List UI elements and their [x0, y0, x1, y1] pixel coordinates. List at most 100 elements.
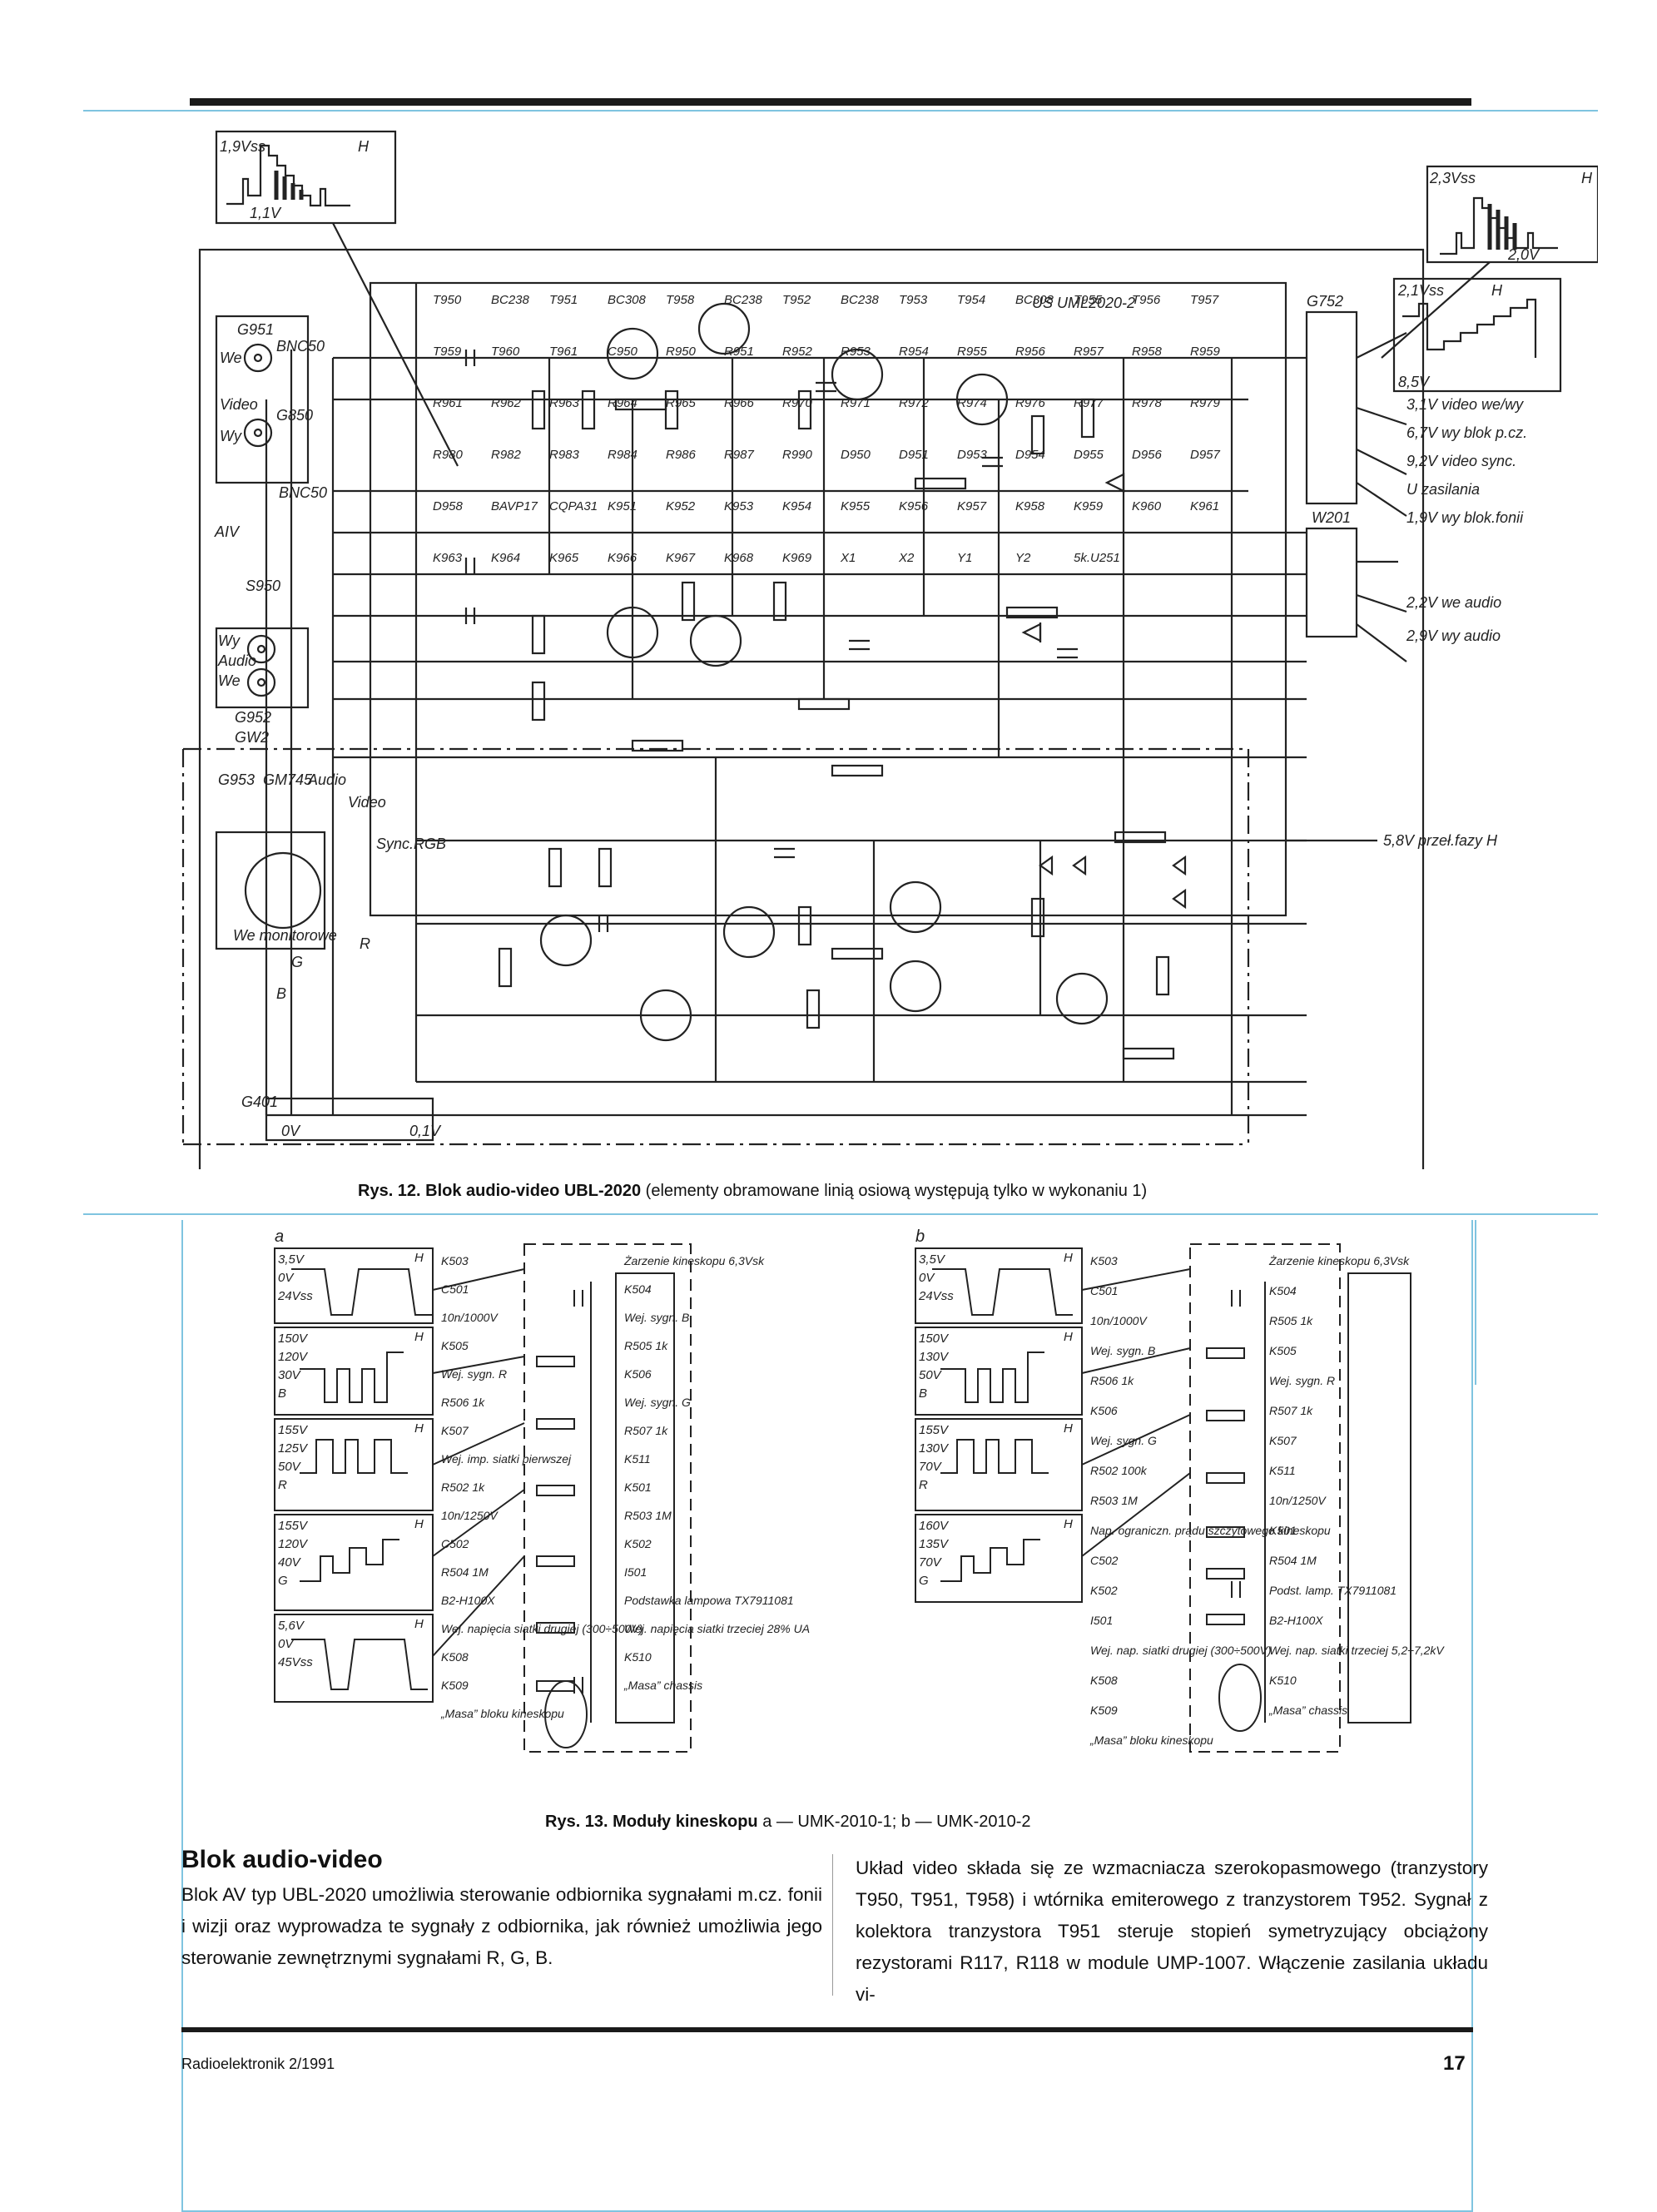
component-label-23: R955 — [957, 345, 988, 359]
out-u-zasilania: U zasilania — [1406, 481, 1480, 498]
panel-b-label-0: K503 — [1090, 1254, 1118, 1267]
component-label-50: D951 — [899, 448, 929, 462]
component-label-67: K959 — [1074, 499, 1104, 513]
component-label-22: R954 — [899, 345, 929, 359]
panel-a-label-20: C502 — [441, 1537, 469, 1550]
component-label-0: T950 — [433, 293, 462, 307]
panel-a-label-26: Wej. napięcia siatki drugiej (300÷500V) — [441, 1622, 642, 1635]
component-label-41: R979 — [1190, 396, 1221, 410]
component-label-80: Y2 — [1015, 551, 1031, 565]
panel-a-label-11: Wej. sygn. G — [624, 1396, 691, 1409]
panel-a-label-13: R507 1k — [624, 1424, 668, 1437]
component-label-48: R990 — [782, 448, 813, 462]
component-label-57: BAVP17 — [491, 499, 538, 513]
panel-a-label-6: K505 — [441, 1339, 469, 1352]
panel-b-label-21: R504 1M — [1269, 1554, 1317, 1567]
panel-a-wave1-label-2: 30V — [278, 1368, 302, 1382]
section-heading: Blok audio-video — [181, 1846, 383, 1873]
component-label-75: K968 — [724, 551, 754, 565]
component-label-53: D955 — [1074, 448, 1104, 462]
panel-b-wave0-label-0: 3,5V — [919, 1252, 946, 1267]
component-label-58: CQPA31 — [549, 499, 598, 513]
conn-aiv: AIV — [214, 523, 241, 540]
bottom-rule — [181, 2027, 1473, 2032]
panel-a-wave1-label-1: 120V — [278, 1350, 309, 1364]
panel-a-wave4-label-3: H — [414, 1617, 424, 1631]
panel-b-label-3: K504 — [1269, 1284, 1297, 1297]
component-label-78: X2 — [898, 551, 915, 565]
module-frame — [369, 281, 1287, 917]
component-label-60: K952 — [666, 499, 696, 513]
conn-bnc50-a: BNC50 — [276, 338, 325, 355]
figure-12-caption: Rys. 12. Blok audio-video UBL-2020 (elem… — [358, 1182, 1147, 1201]
conn-video2: Video — [348, 794, 386, 811]
component-label-49: D950 — [841, 448, 871, 462]
panel-b-label-17: 10n/1250V — [1269, 1494, 1327, 1507]
wave3-amplitude: 2,1Vss — [1397, 282, 1444, 299]
panel-a-wave4-label-1: 0V — [278, 1637, 295, 1651]
component-label-77: X1 — [840, 551, 856, 565]
figure-13-caption: Rys. 13. Moduły kineskopu a — UMK-2010-1… — [545, 1813, 1031, 1832]
panel-a-label-1: Żarzenie kineskopu 6,3Vsk — [623, 1254, 765, 1267]
panel-b-wave2-label-2: 70V — [919, 1460, 943, 1474]
conn-g952: G952 — [235, 709, 271, 726]
panel-b-label-12: Wej. sygn. G — [1090, 1434, 1157, 1447]
panel-a-wave2-label-3: R — [278, 1478, 287, 1492]
panel-a-letter: a — [275, 1228, 284, 1246]
figure-13-kinescope-modules: a b 3,5V0V24VssH150V120V30VBH155V125V50V… — [274, 1228, 1445, 1753]
panel-a-wave2-label-1: 125V — [278, 1441, 309, 1456]
component-label-4: T958 — [666, 293, 695, 307]
panel-b-label-8: R506 1k — [1090, 1374, 1134, 1387]
panel-a-label-12: K507 — [441, 1424, 469, 1437]
panel-b-label-14: R502 100k — [1090, 1464, 1148, 1477]
panel-a-wave3-label-1: 120V — [278, 1537, 309, 1551]
panel-b-wave1-label-2: 50V — [919, 1368, 943, 1382]
panel-a-wave1-label-3: B — [278, 1386, 286, 1401]
figure-13-caption-bold: Rys. 13. Moduły kineskopu — [545, 1813, 758, 1831]
panel-b-label-28: K508 — [1090, 1674, 1118, 1687]
component-label-64: K956 — [899, 499, 929, 513]
wave3-level: 8,5V — [1398, 374, 1431, 390]
panel-b-label-4: 10n/1000V — [1090, 1314, 1148, 1327]
panel-b-label-10: K506 — [1090, 1404, 1118, 1417]
wave3-h: H — [1491, 282, 1503, 299]
outer-frame — [198, 248, 1425, 1169]
conn-audio2: Audio — [307, 771, 346, 788]
component-label-12: T956 — [1132, 293, 1161, 307]
component-label-38: R976 — [1015, 396, 1046, 410]
component-label-29: R962 — [491, 396, 522, 410]
conn-gw2: GW2 — [235, 729, 269, 746]
out-wy-blok-fonii: 1,9V wy blok.fonii — [1406, 509, 1524, 526]
panel-b-label-24: I501 — [1090, 1614, 1113, 1627]
panel-b-wave1-label-0: 150V — [919, 1332, 950, 1346]
wave2-level: 2,0V — [1507, 246, 1540, 263]
component-label-61: K953 — [724, 499, 754, 513]
panel-b-label-30: K509 — [1090, 1704, 1118, 1717]
conn-we: We — [220, 350, 242, 366]
conn-b: B — [276, 985, 286, 1002]
wave2-h: H — [1581, 170, 1593, 186]
panel-b-label-1: Żarzenie kineskopu 6,3Vsk — [1268, 1254, 1410, 1267]
panel-b-label-7: K505 — [1269, 1344, 1297, 1357]
conn-s950: S950 — [246, 578, 280, 594]
panel-b-letter: b — [915, 1228, 925, 1246]
panel-a-label-5: Wej. sygn. B — [624, 1311, 689, 1324]
component-label-55: D957 — [1190, 448, 1221, 462]
wave2-amplitude: 2,3Vss — [1429, 170, 1476, 186]
component-label-59: K951 — [608, 499, 637, 513]
panel-a-label-3: K504 — [624, 1282, 652, 1296]
panel-a-label-22: R504 1M — [441, 1565, 489, 1579]
component-label-3: BC308 — [608, 293, 647, 307]
figure-12-bottom-border — [83, 1213, 1598, 1215]
panel-a-label-18: 10n/1250V — [441, 1509, 499, 1522]
panel-b-label-16: R503 1M — [1090, 1494, 1138, 1507]
component-label-35: R971 — [841, 396, 871, 410]
panel-b-wave2-label-3: R — [919, 1478, 928, 1492]
component-label-63: K955 — [841, 499, 871, 513]
component-label-52: D954 — [1015, 448, 1045, 462]
panel-a-wave1-label-0: 150V — [278, 1332, 309, 1346]
conn-0v: 0V — [281, 1123, 301, 1139]
panel-a-wave0-label-3: H — [414, 1251, 424, 1265]
component-label-14: T959 — [433, 345, 462, 359]
